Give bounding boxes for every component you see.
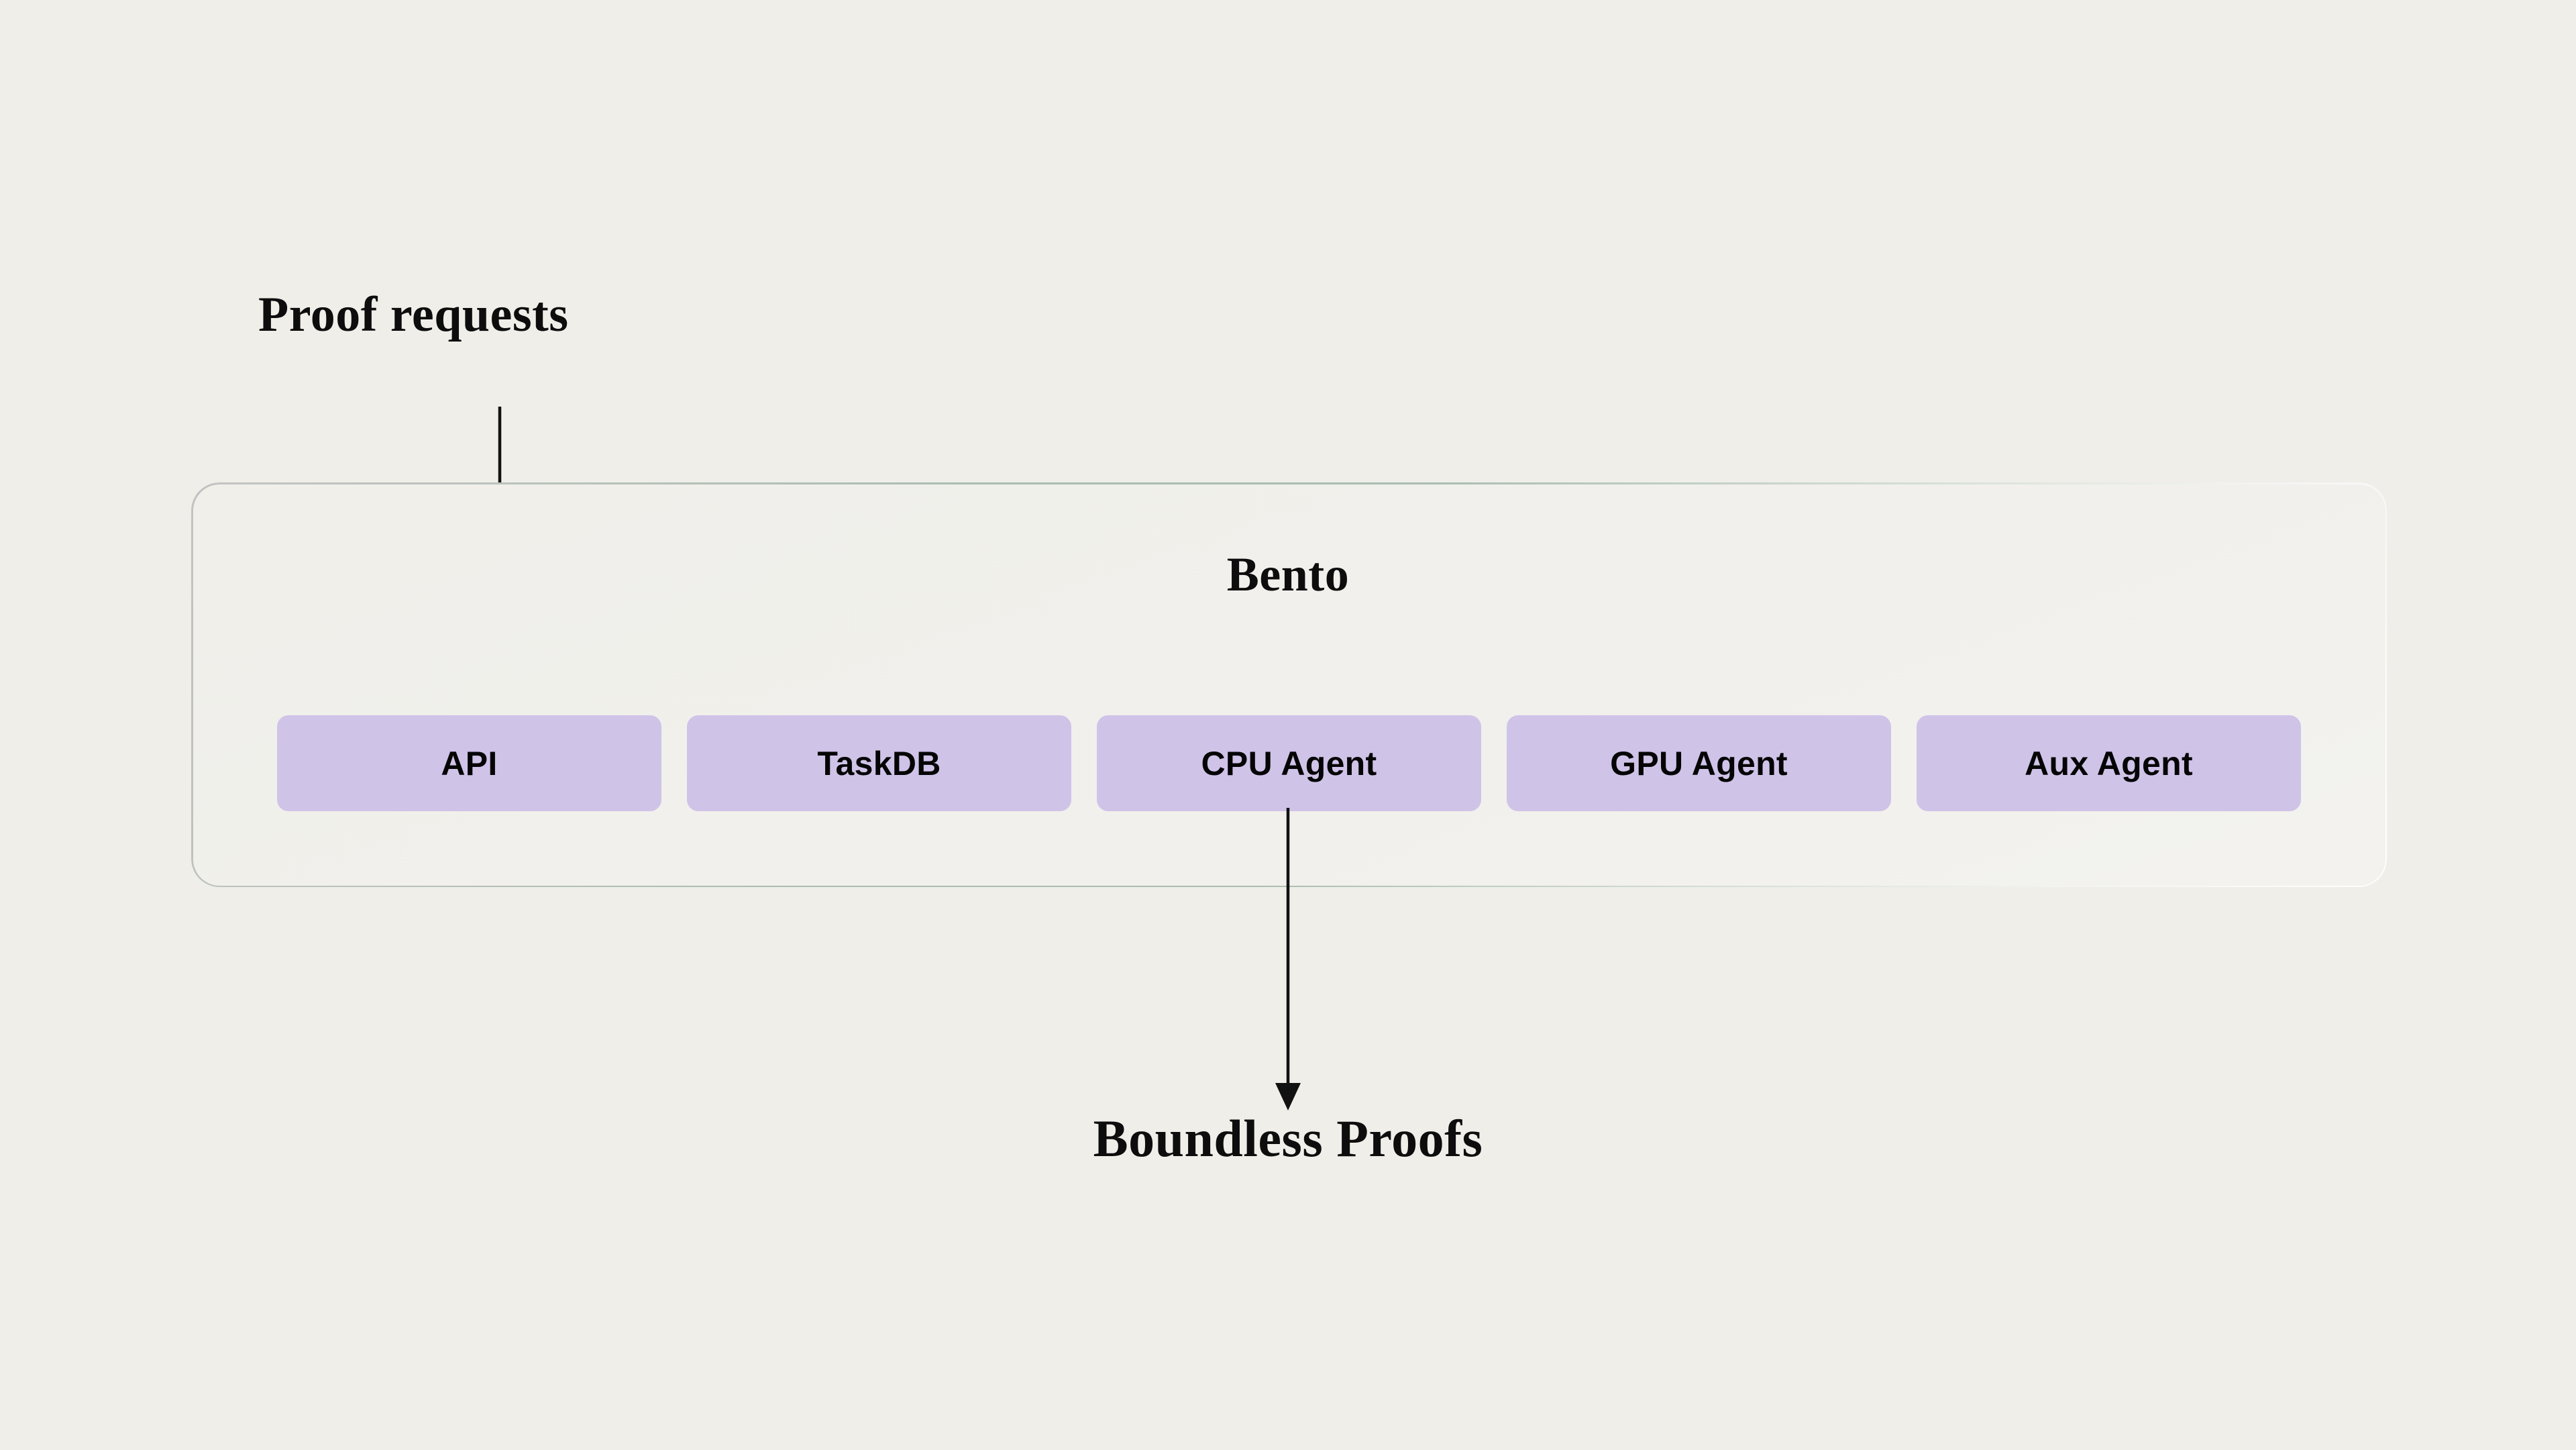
component-label-gpu-agent: GPU Agent xyxy=(1610,744,1788,782)
bento-container xyxy=(191,482,2387,887)
component-box-api[interactable]: API xyxy=(277,715,661,811)
component-label-aux-agent: Aux Agent xyxy=(2025,744,2193,782)
component-box-cpu-agent[interactable]: CPU Agent xyxy=(1097,715,1481,811)
component-box-taskdb[interactable]: TaskDB xyxy=(687,715,1071,811)
component-label-api: API xyxy=(441,744,498,782)
bento-title: Bento xyxy=(1226,548,1350,601)
input-label-proof-requests: Proof requests xyxy=(258,287,569,342)
arrow-out-head xyxy=(1275,1083,1301,1110)
output-label-boundless-proofs: Boundless Proofs xyxy=(1093,1109,1483,1168)
component-label-cpu-agent: CPU Agent xyxy=(1201,744,1377,782)
component-label-taskdb: TaskDB xyxy=(817,744,941,782)
component-box-aux-agent[interactable]: Aux Agent xyxy=(1917,715,2301,811)
component-box-gpu-agent[interactable]: GPU Agent xyxy=(1507,715,1891,811)
component-row: API TaskDB CPU Agent GPU Agent Aux Agent xyxy=(277,715,2301,811)
